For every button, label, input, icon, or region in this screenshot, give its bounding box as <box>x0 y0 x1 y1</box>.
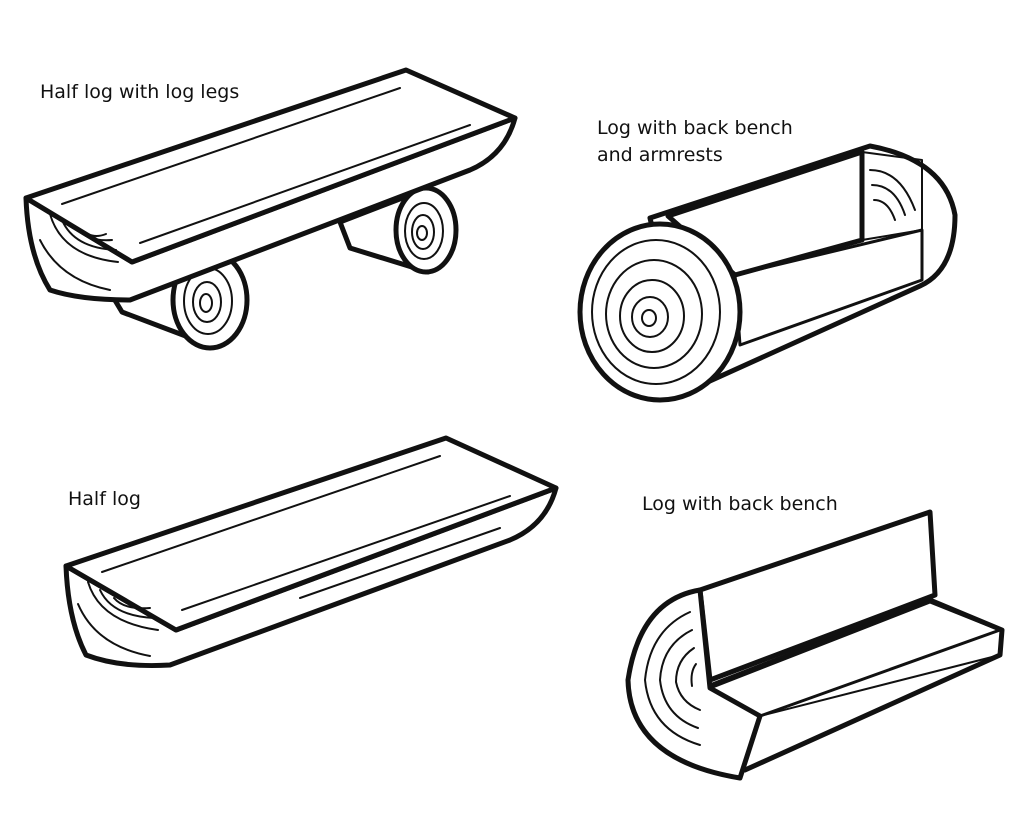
caption-log-with-back-bench: Log with back bench <box>642 493 838 515</box>
caption-line: and armrests <box>597 144 723 166</box>
half-log-with-log-legs-drawing <box>23 67 518 351</box>
caption-half-log-with-log-legs: Half log with log legs <box>40 81 240 103</box>
caption-log-with-back-bench-and-armrests: Log with back bench and armrests <box>597 115 793 169</box>
half-log-drawing <box>63 435 559 669</box>
caption-line: Log with back bench <box>597 117 793 139</box>
log-with-back-bench-and-armrests-drawing <box>577 143 958 403</box>
log-with-back-bench-drawing <box>625 509 1005 781</box>
half-log-seat <box>23 67 518 303</box>
caption-half-log: Half log <box>68 488 141 510</box>
